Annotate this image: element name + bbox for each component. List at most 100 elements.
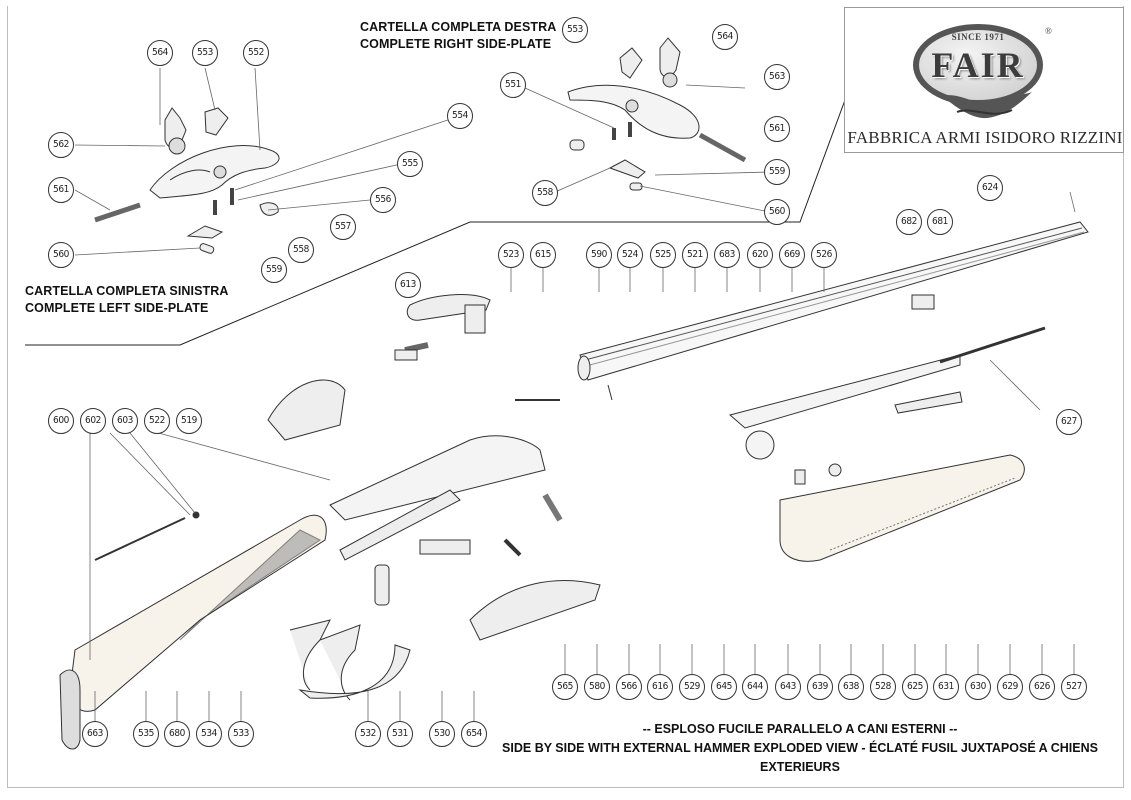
brand-emblem: SINCE 1971 FAIR — [913, 24, 1043, 106]
bottom-leader-lines — [94, 268, 1075, 721]
trigger-plate — [339, 489, 461, 561]
part-callout-645: 645 — [711, 674, 737, 700]
left-mainspring — [94, 202, 141, 223]
part-callout-630: 630 — [965, 674, 991, 700]
barrels-drawing — [577, 221, 1089, 401]
part-callout-552: 552 — [243, 40, 269, 66]
part-callout-521: 521 — [682, 242, 708, 268]
part-callout-531: 531 — [387, 721, 413, 747]
part-callout-559: 559 — [764, 159, 790, 185]
part-callout-522: 522 — [144, 408, 170, 434]
part-callout-631: 631 — [933, 674, 959, 700]
part-callout-534: 534 — [196, 721, 222, 747]
part-callout-551: 551 — [500, 72, 526, 98]
trigger-front — [289, 619, 331, 691]
part-callout-682: 682 — [896, 209, 922, 235]
part-callout-532: 532 — [355, 721, 381, 747]
left-plate-caption: CARTELLA COMPLETA SINISTRA COMPLETE LEFT… — [25, 283, 229, 317]
sheet-frame — [7, 6, 1124, 788]
right-bridle — [608, 159, 646, 179]
part-callout-524: 524 — [617, 242, 643, 268]
part-callout-590: 590 — [586, 242, 612, 268]
part-callout-563: 563 — [764, 64, 790, 90]
part-callout-561: 561 — [48, 177, 74, 203]
cocking-rod — [503, 538, 522, 557]
part-callout-557: 557 — [330, 214, 356, 240]
part-callout-559: 559 — [261, 257, 287, 283]
part-callout-615: 615 — [530, 242, 556, 268]
part-callout-603: 603 — [112, 408, 138, 434]
brand-logo-box: SINCE 1971 FAIR ® FABBRICA ARMI ISIDORO … — [844, 7, 1124, 153]
stock-bolt — [94, 517, 186, 561]
part-callout-558: 558 — [288, 237, 314, 263]
top-lever — [406, 294, 491, 321]
part-callout-600: 600 — [48, 408, 74, 434]
leader-lines — [74, 67, 1076, 660]
part-callout-555: 555 — [397, 151, 423, 177]
part-callout-535: 535 — [133, 721, 159, 747]
part-callout-564: 564 — [147, 40, 173, 66]
part-callout-562: 562 — [48, 132, 74, 158]
right-sear — [619, 47, 643, 79]
right-hammer — [659, 37, 681, 77]
brand-since: SINCE 1971 — [951, 32, 1005, 42]
registered-mark: ® — [1045, 26, 1052, 36]
part-callout-530: 530 — [429, 721, 455, 747]
part-callout-627: 627 — [1056, 409, 1082, 435]
duck-emblem-icon — [942, 92, 1032, 119]
part-callout-616: 616 — [647, 674, 673, 700]
right-mainspring — [698, 132, 747, 163]
part-callout-560: 560 — [48, 242, 74, 268]
trigger-rear — [319, 624, 361, 701]
part-callout-564: 564 — [712, 24, 738, 50]
left-plate-caption-en: COMPLETE LEFT SIDE-PLATE — [25, 301, 209, 315]
part-callout-556: 556 — [370, 187, 396, 213]
part-callout-663: 663 — [82, 721, 108, 747]
forend-latch — [894, 391, 963, 414]
stock-drawing — [59, 511, 327, 750]
part-callout-523: 523 — [498, 242, 524, 268]
part-callout-626: 626 — [1029, 674, 1055, 700]
part-callout-526: 526 — [811, 242, 837, 268]
part-callout-613: 613 — [395, 272, 421, 298]
left-lock-on-frame — [267, 379, 346, 441]
part-callout-602: 602 — [80, 408, 106, 434]
part-callout-669: 669 — [779, 242, 805, 268]
left-sear — [204, 107, 229, 136]
part-callout-554: 554 — [447, 103, 473, 129]
right-side-plate-drawing — [567, 37, 747, 191]
part-callout-553: 553 — [192, 40, 218, 66]
part-callout-624: 624 — [977, 175, 1003, 201]
brand-name: FAIR — [931, 45, 1025, 85]
part-callout-654: 654 — [461, 721, 487, 747]
part-callout-625: 625 — [902, 674, 928, 700]
company-name: FABBRICA ARMI ISIDORO RIZZINI — [847, 128, 1123, 147]
part-callout-558: 558 — [532, 180, 558, 206]
part-callout-560: 560 — [764, 199, 790, 225]
drawing-title-en-fr: SIDE BY SIDE WITH EXTERNAL HAMMER EXPLOD… — [502, 741, 1098, 774]
part-callout-566: 566 — [616, 674, 642, 700]
part-callout-533: 533 — [228, 721, 254, 747]
action-drawing — [267, 294, 601, 641]
right-plate-caption: CARTELLA COMPLETA DESTRA COMPLETE RIGHT … — [360, 19, 556, 53]
part-callout-639: 639 — [807, 674, 833, 700]
right-lock-on-frame — [469, 580, 601, 641]
forend-rod — [939, 326, 1046, 364]
part-callout-681: 681 — [927, 209, 953, 235]
left-side-plate-drawing — [94, 107, 280, 254]
action-frame — [329, 435, 546, 521]
forend-wood — [779, 454, 1025, 562]
forend-iron — [728, 354, 961, 429]
left-plate-divider — [25, 99, 846, 346]
right-plate-caption-en: COMPLETE RIGHT SIDE-PLATE — [360, 37, 552, 51]
forend-drawing — [728, 326, 1046, 562]
part-callout-638: 638 — [838, 674, 864, 700]
part-callout-561: 561 — [764, 116, 790, 142]
part-callout-525: 525 — [650, 242, 676, 268]
left-bridle — [186, 225, 224, 239]
triggers-drawing — [289, 619, 411, 701]
part-callout-683: 683 — [714, 242, 740, 268]
right-plate-caption-it: CARTELLA COMPLETA DESTRA — [360, 20, 557, 34]
part-callout-528: 528 — [870, 674, 896, 700]
